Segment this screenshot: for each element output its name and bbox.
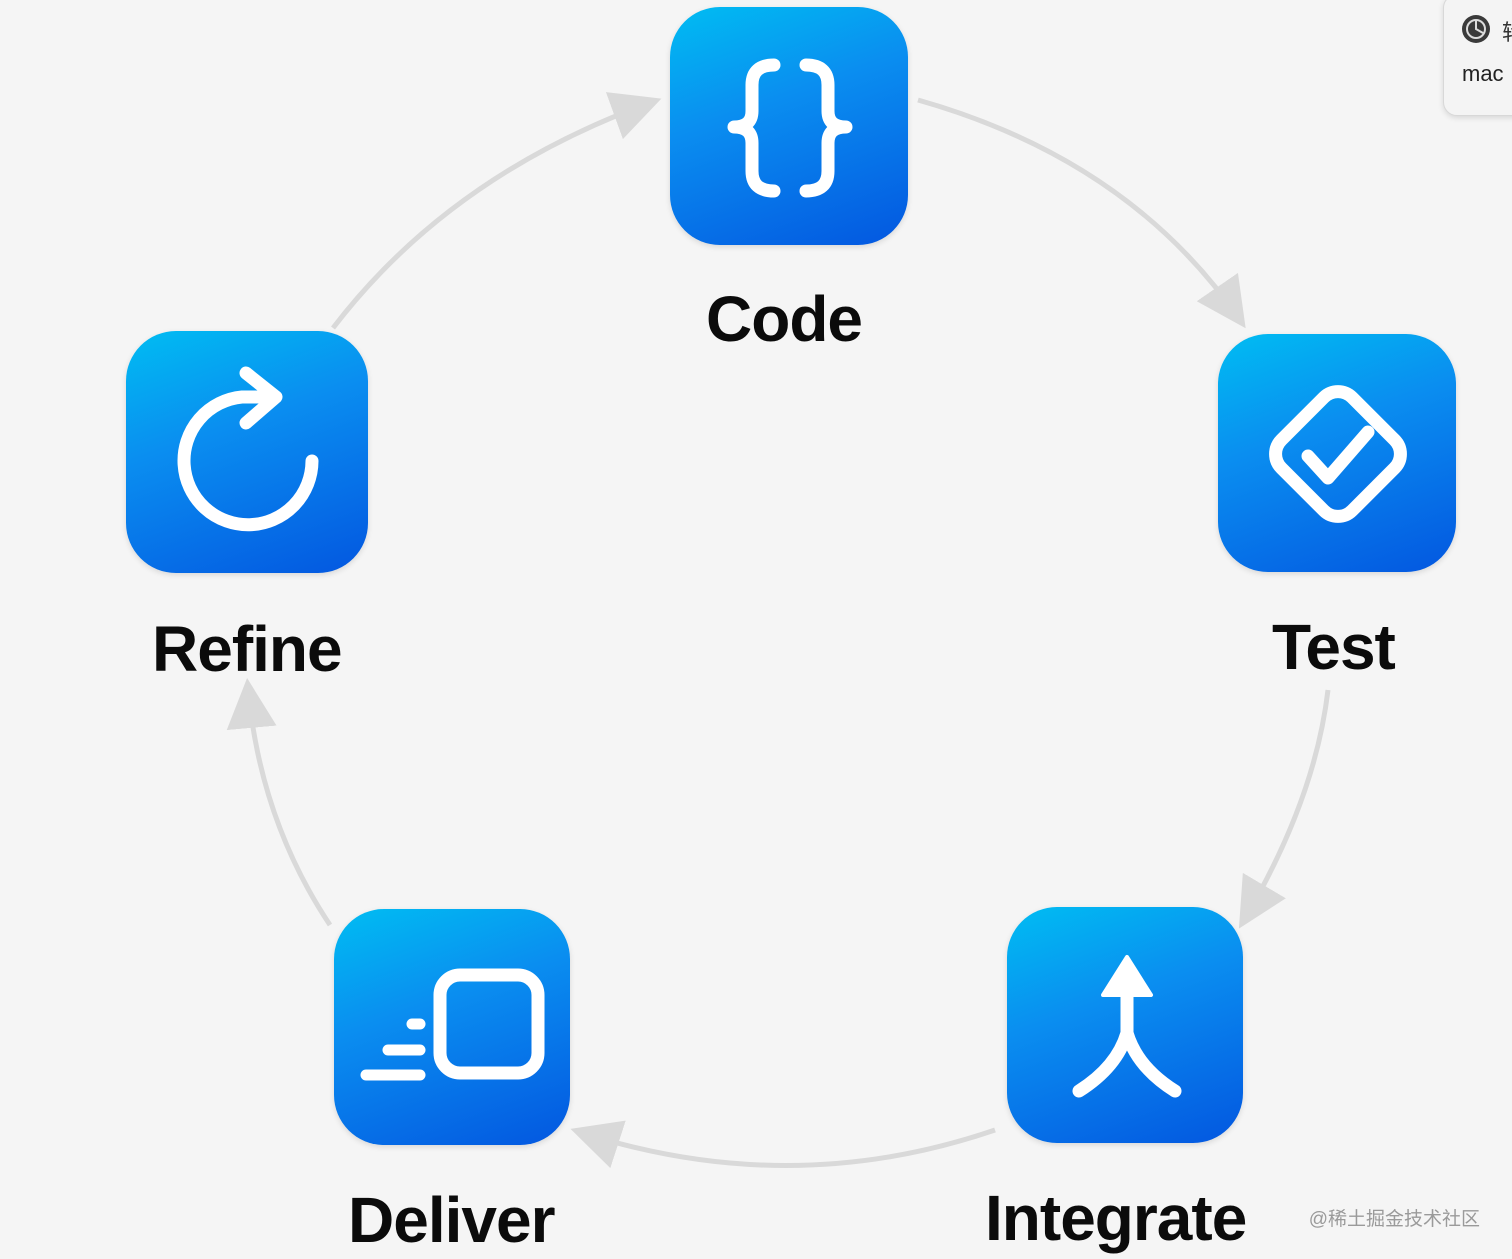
step-label-integrate: Integrate [985,1182,1247,1254]
arrow-deliver-to-refine [226,678,333,927]
notification-popup[interactable]: 转 mac [1443,0,1512,116]
refine-tile [126,331,368,573]
step-label-test: Test [1272,611,1396,683]
step-label-deliver: Deliver [348,1184,555,1256]
merge-arrow-icon [1072,955,1182,1098]
step-label-refine: Refine [152,613,343,685]
app-icon [1462,15,1490,43]
arrow-integrate-to-deliver [570,1120,996,1169]
popup-text: mac [1462,61,1504,86]
arrow-code-to-test [917,97,1246,329]
test-tile [1218,334,1456,572]
watermark: @稀土掘金技术社区 [1308,1209,1480,1230]
arrow-refine-to-code [331,92,662,330]
code-tile [670,7,908,245]
step-label-code: Code [706,283,863,355]
popup-title: 转 [1502,15,1512,47]
curly-braces-icon [727,58,853,198]
send-box-icon [360,968,545,1081]
integrate-tile [1007,907,1243,1143]
checkmark-diamond-icon [1269,385,1407,523]
deliver-tile [334,909,570,1145]
arrow-test-to-integrate [1238,689,1331,929]
refresh-icon [177,366,319,532]
